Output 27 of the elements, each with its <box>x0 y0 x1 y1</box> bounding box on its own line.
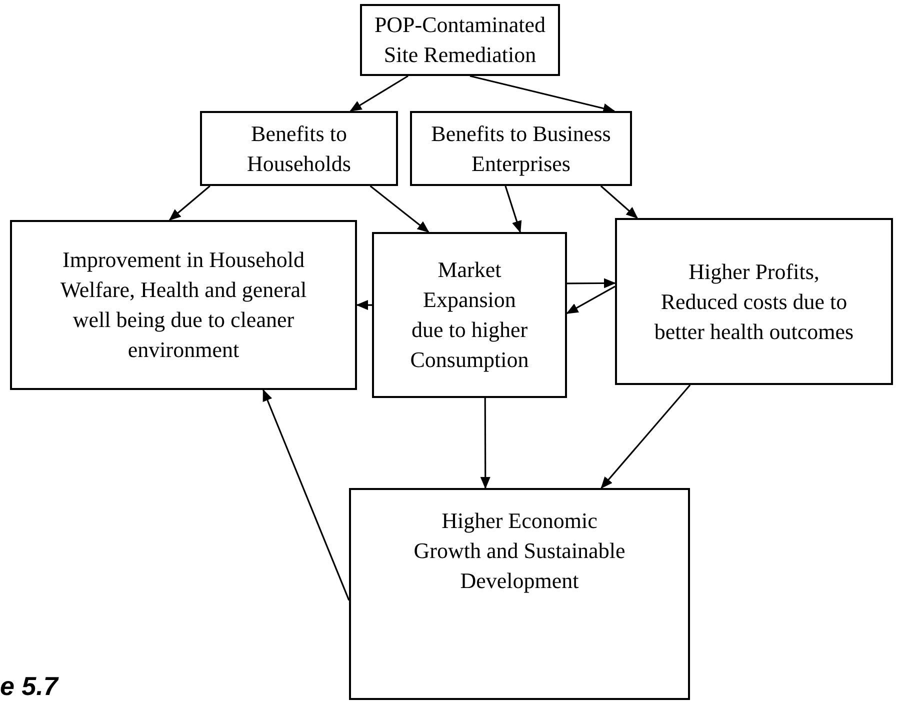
arrow <box>504 186 522 233</box>
process-box <box>410 111 632 186</box>
box-text: Improvement in Household Welfare, Health and general well being due to cleaner environment <box>59 246 308 364</box>
process-box <box>360 4 560 76</box>
box-text: Benefits to Business Enterprises <box>430 120 612 178</box>
arrow <box>600 185 638 219</box>
box-text: Higher Profits, Reduced costs due to better health outcomes <box>653 258 855 346</box>
arrow <box>370 185 430 233</box>
arrow <box>566 286 616 314</box>
process-box <box>200 111 398 186</box>
box-text: POP-Contaminated Site Remediation <box>374 11 546 69</box>
figure-number: e 5.7 <box>0 670 58 702</box>
box-text: Benefits to Households <box>246 120 352 178</box>
arrow <box>480 398 490 489</box>
arrow <box>600 384 691 489</box>
arrow <box>168 185 210 221</box>
process-box <box>10 220 357 390</box>
box-text: Market Expansion due to higher Consumption <box>409 256 530 374</box>
process-box <box>615 218 893 385</box>
arrow <box>350 75 408 112</box>
arrow <box>356 300 372 310</box>
arrow <box>470 75 616 114</box>
process-box <box>349 488 690 700</box>
arrow <box>567 278 616 288</box>
box-text: Higher Economic Growth and Sustainable Development <box>412 507 626 595</box>
arrow <box>262 389 350 601</box>
process-box <box>372 232 567 398</box>
